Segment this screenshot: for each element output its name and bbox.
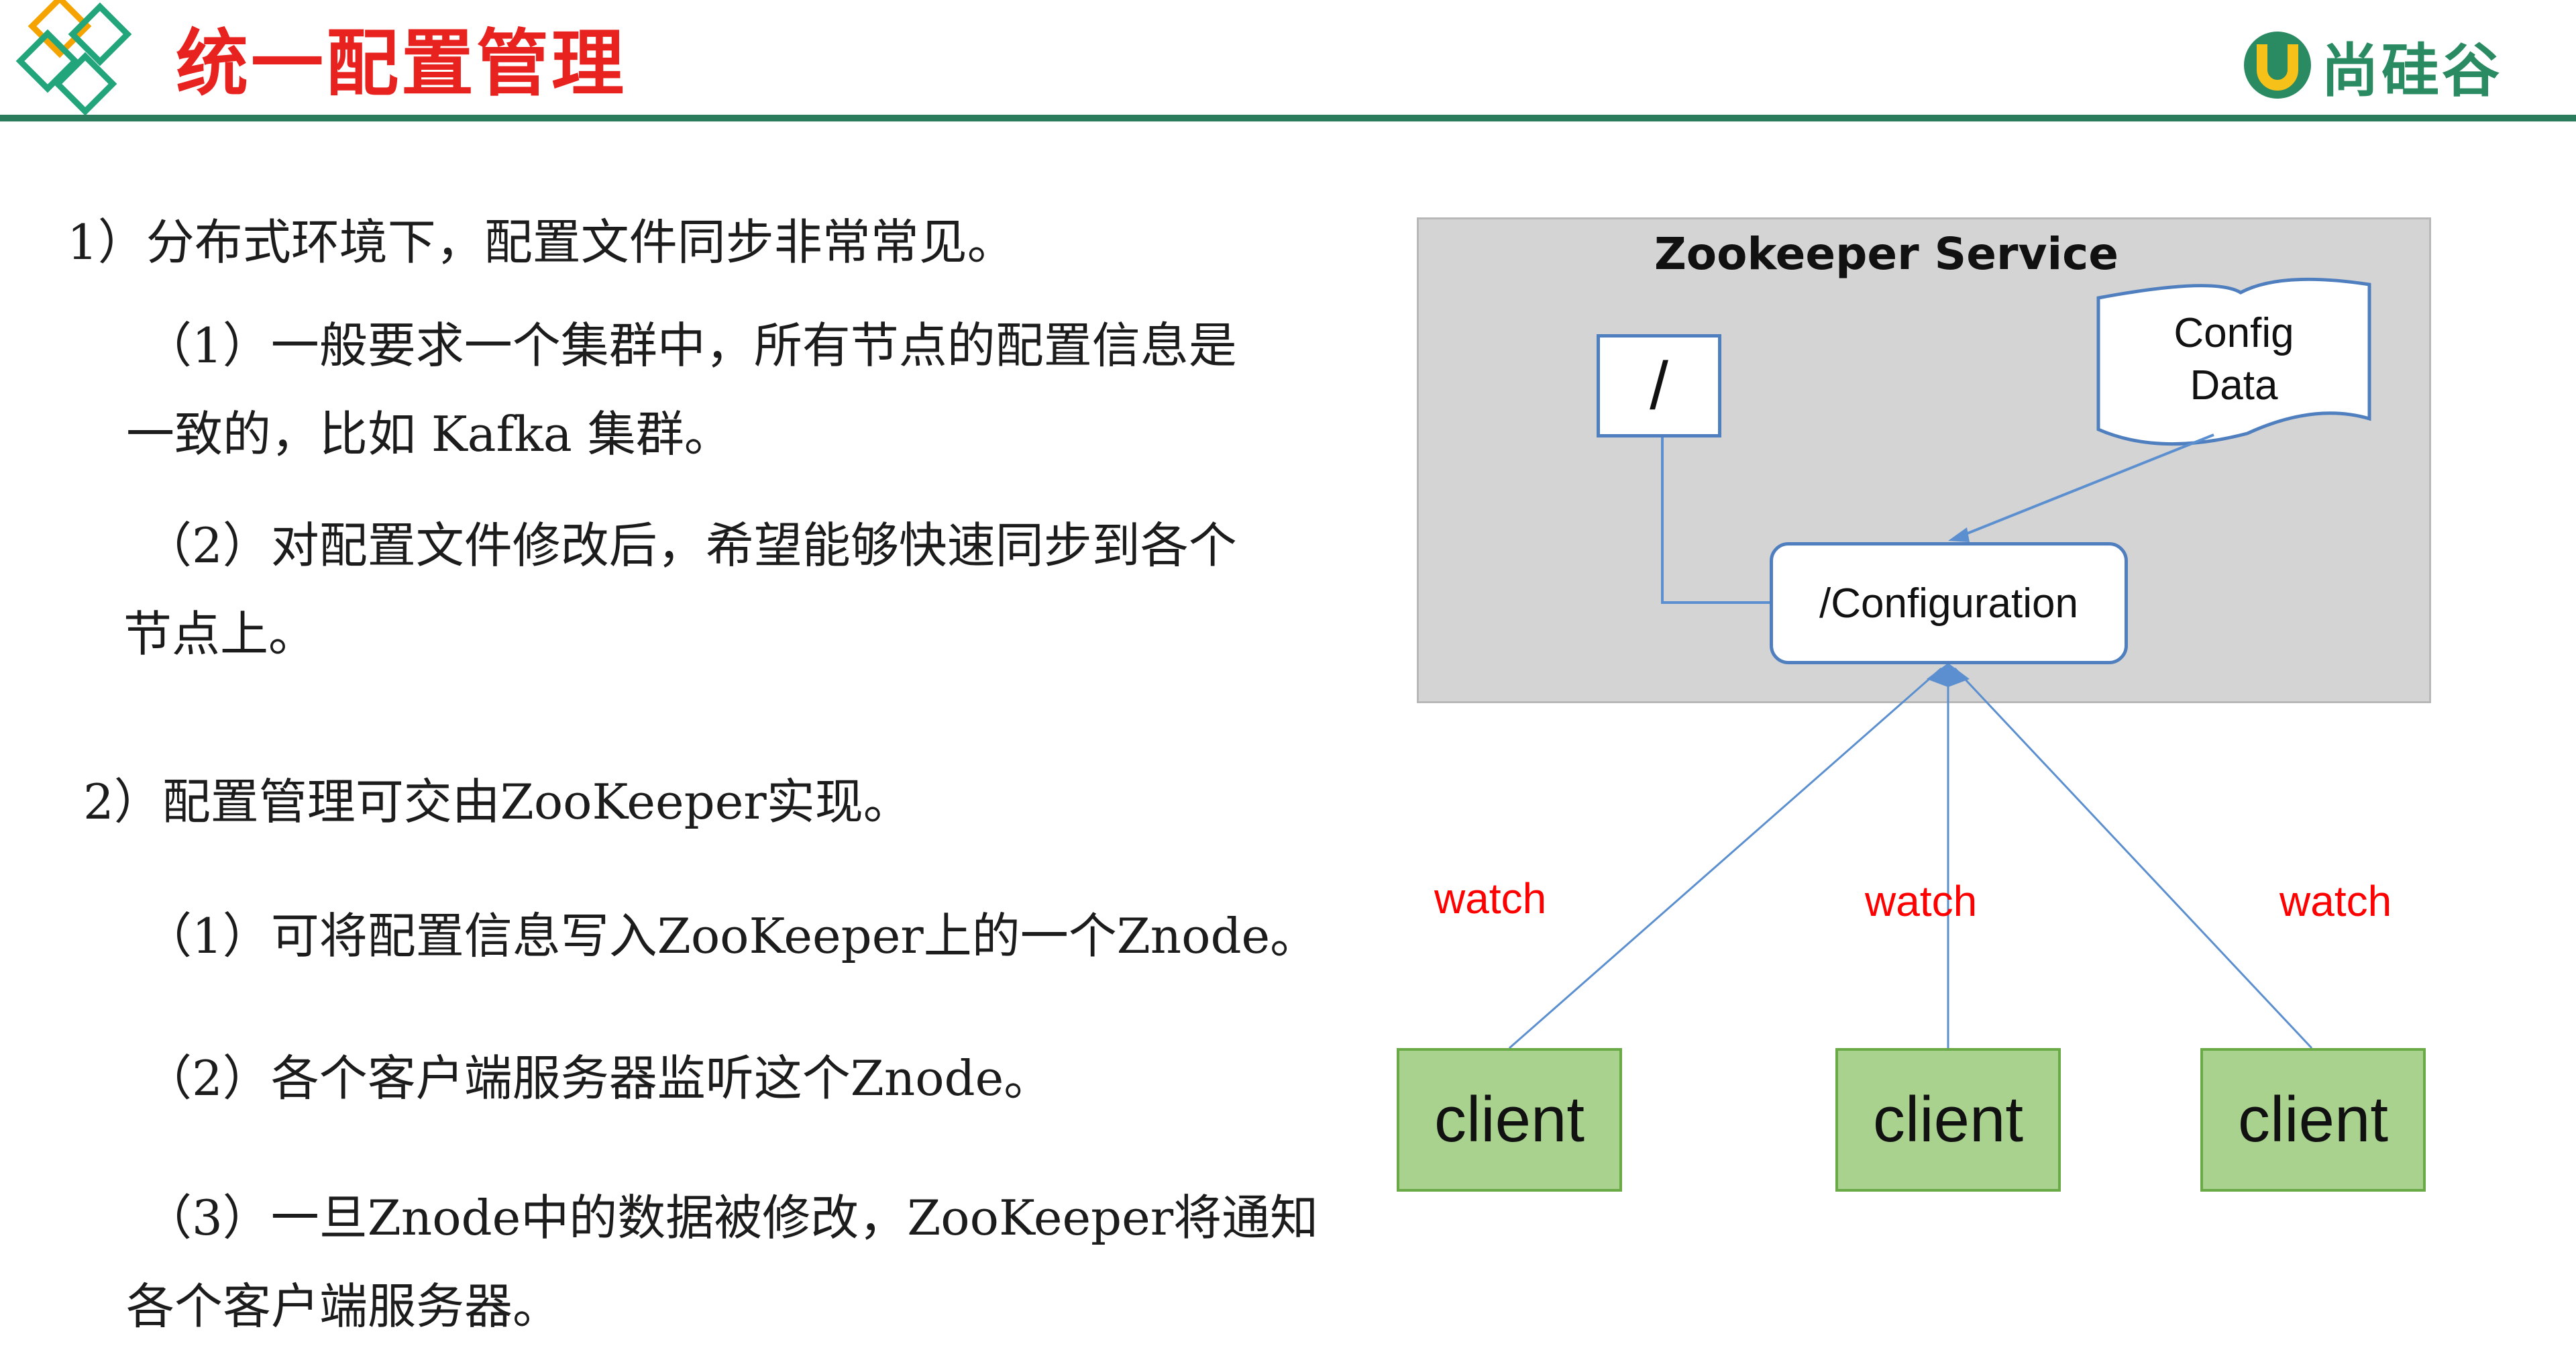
watch-label: watch [1865,877,1978,925]
section2-item2: （2）各个客户端服务器监听这个Znode。 [144,1050,1053,1106]
brand-logo: 尚硅谷 [2241,28,2502,105]
config-data-label: Config Data [2174,310,2294,409]
watch-arrowhead [1927,663,1970,687]
watch-label: watch [2279,877,2392,925]
section2-item3-line2: 各个客户端服务器。 [126,1278,561,1335]
header-divider [0,115,2576,121]
data-to-config-arrow [1948,527,1970,542]
section1-item2-line1: （2）对配置文件修改后，希望能够快速同步到各个 [144,517,1237,574]
client3-watch-line [1953,667,2313,1049]
config-data-shape [2096,277,2371,446]
page-title: 统一配置管理 [176,22,627,106]
section2-item1: （1）可将配置信息写入ZooKeeper上的一个Znode。 [144,908,1319,964]
client-box: client [1397,1048,1622,1192]
section1-item2-line2: 节点上。 [123,606,317,662]
section1-heading: 1）分布式环境下，配置文件同步非常常见。 [67,214,1016,270]
client1-watch-line [1509,667,1942,1049]
zookeeper-service-title: Zookeeper Service [1654,228,2119,280]
brand-name: 尚硅谷 [2321,37,2502,105]
root-znode: / [1597,334,1721,437]
watch-label: watch [1434,874,1547,923]
section2-heading: 2）配置管理可交由ZooKeeper实现。 [83,774,912,830]
section1-item1-line1: （1）一般要求一个集群中，所有节点的配置信息是 [144,317,1237,374]
data-to-config-line [1958,433,2214,538]
root-to-config-connector [1661,437,1770,604]
section1-item1-line2: 一致的，比如 Kafka 集群。 [126,406,733,462]
configuration-znode: /Configuration [1770,542,2128,664]
brand-u-icon [2244,32,2311,99]
client-box: client [1835,1048,2061,1192]
client-box: client [2200,1048,2426,1192]
section2-item3-line1: （3）一旦Znode中的数据被修改，ZooKeeper将通知 [144,1190,1319,1246]
diamond-logo-icon [15,0,132,115]
